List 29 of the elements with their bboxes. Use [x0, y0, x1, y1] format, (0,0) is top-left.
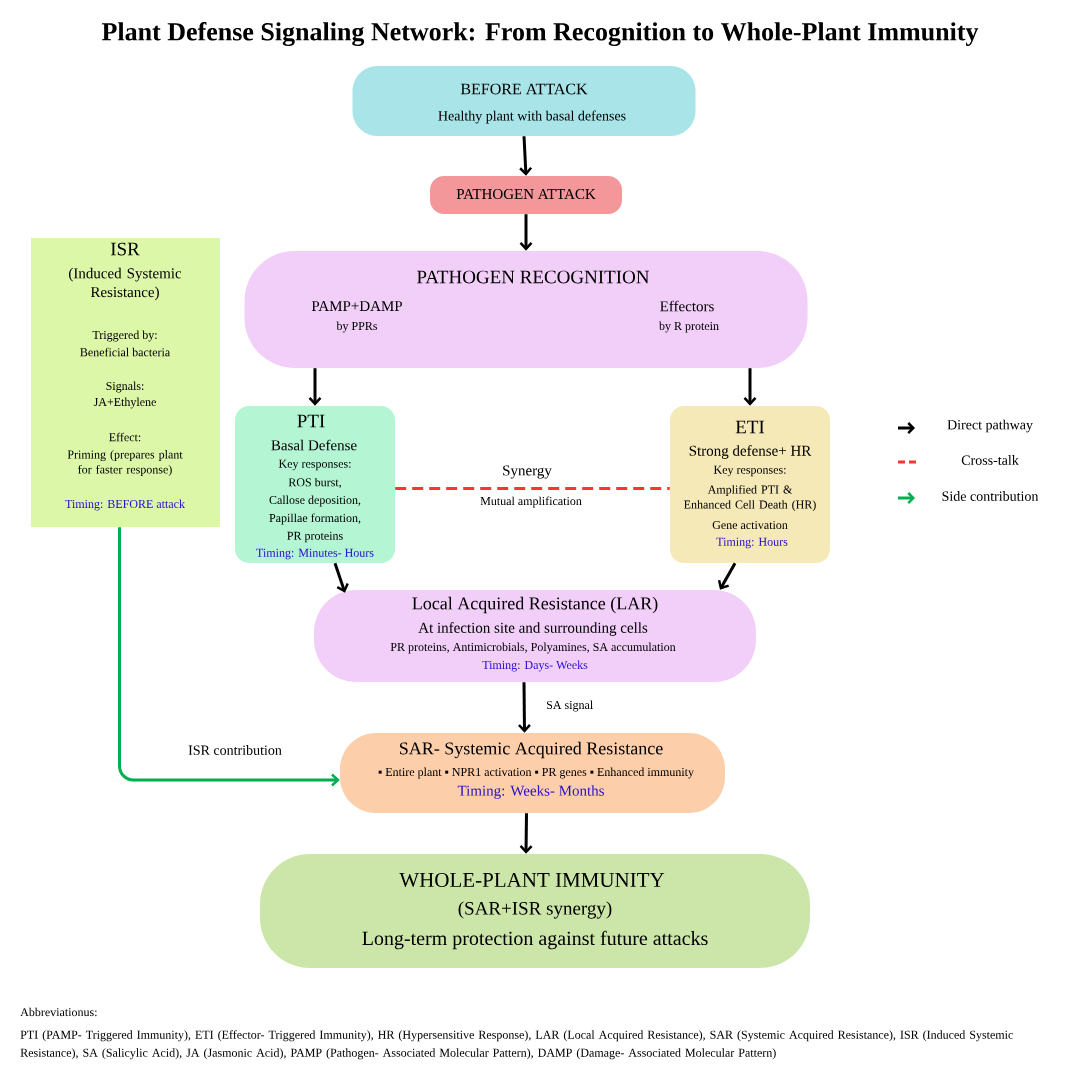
arrow [519, 214, 533, 251]
stage-box: Local Acquired Resistance (LAR) At infection site and surrounding cells PR proteins, Antimicrobials, Polyamines, SA accumulation Timing: Days- Weeks [314, 590, 756, 682]
stage-box: WHOLE-PLANT IMMUNITY (SAR+ISR synergy) Long-term protection against future attacks [260, 854, 810, 968]
arrow [518, 682, 531, 733]
legend-label: Direct pathway [947, 419, 1033, 433]
stage-box: SAR- Systemic Acquired Resistance ▪ Entire plant ▪ NPR1 activation ▪ PR genes ▪ Enhanced immunity Timing: Weeks- Months [340, 733, 725, 813]
edge-label: SA signal [545, 699, 595, 713]
arrow [519, 813, 533, 854]
response-box: PTI Basal Defense Key responses: ROS burst, Callose deposition, Papillae formation, PR proteins Timing: Minutes- Hours [235, 406, 395, 563]
legend-label: Cross-talk [961, 455, 1019, 465]
arrow [118, 527, 340, 787]
stage-box: PATHOGEN ATTACK [430, 176, 622, 214]
legend-label: Side contribution [942, 491, 1039, 501]
arrow [743, 368, 757, 406]
note-text: Mutual amplification [480, 496, 582, 508]
footnote-heading: Abbreviationus: [20, 1007, 97, 1017]
footnote-text: PTI (PAMP- Triggered Immunity), ETI (Effector- Triggered Immunity), HR (Hypersensitive Response), LAR (Local Acquired Resistance), SAR (Systemic Acquired Resistance), ISR (Induced Systemic Resistance), SA (Salicylic Acid), JA (Jasmonic Acid), PAMP (Pathogen- Associated Molecular Pattern), DAMP (Damage- Associated Molecular Pattern) [20, 1030, 1013, 1060]
stage-box: BEFORE ATTACK Healthy plant with basal defenses [352, 66, 696, 136]
edge-label: Synergy [501, 464, 553, 480]
arrow [308, 368, 322, 406]
stage-box: PATHOGEN RECOGNITION PAMP+DAMP by PPRs Effectors by R protein [244, 251, 808, 368]
title: Plant Defense Signaling Network: From Recognition to Whole-Plant Immunity [101, 22, 979, 47]
arrow [717, 562, 737, 590]
edge-label: ISR contribution [187, 744, 283, 756]
side-panel: ISR (Induced Systemic Resistance) Triggered by: Beneficial bacteria Signals: JA+Ethylene Effect: Priming (prepares plant for faster response) Timing: BEFORE attack [31, 238, 220, 527]
response-box: ETI Strong defense+ HR Key responses: Amplified PTI & Enhanced Cell Death (HR) Gene activation Timing: Hours [670, 406, 830, 563]
connector-line [395, 487, 670, 490]
arrow [519, 136, 533, 176]
arrow [333, 562, 349, 593]
